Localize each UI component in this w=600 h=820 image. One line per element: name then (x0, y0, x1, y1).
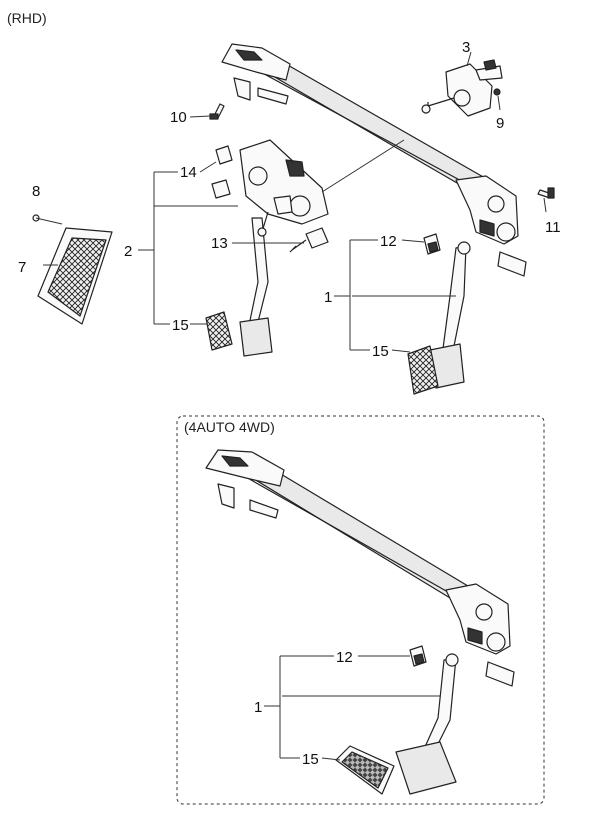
label-2: 2 (124, 243, 132, 260)
label-15-right: 15 (372, 343, 389, 360)
part-12-switch-box (409, 645, 427, 667)
label-10: 10 (170, 109, 187, 126)
label-11: 11 (545, 219, 561, 236)
part-3-bracket (421, 59, 503, 117)
label-3: 3 (462, 39, 470, 56)
shaft-right-bracket (455, 175, 527, 277)
part-12-switch-top (423, 233, 441, 255)
shaft-left-bracket (221, 43, 291, 105)
label-1: 1 (324, 289, 332, 306)
label-12: 12 (380, 233, 397, 250)
label-7: 7 (18, 259, 26, 276)
part-15-pad-box (335, 745, 395, 795)
label-15-box: 15 (302, 751, 319, 768)
brake-pedal-assembly (429, 241, 471, 389)
variant-box (176, 415, 545, 805)
leader-lines-box (264, 655, 440, 761)
label-13: 13 (211, 235, 228, 252)
label-9: 9 (496, 115, 504, 132)
part-15-pad-left (205, 311, 233, 351)
part-11-bolt (537, 187, 555, 199)
label-14: 14 (180, 164, 197, 181)
part-9-nut (493, 88, 501, 96)
part-13-switch (289, 227, 329, 253)
label-12-box: 12 (336, 649, 353, 666)
part-10-bolt (209, 103, 225, 120)
leader-lines-top (43, 51, 547, 353)
label-8: 8 (32, 183, 40, 200)
part-8-screw (32, 214, 63, 225)
caption-rhd: (RHD) (7, 10, 47, 26)
label-1-box: 1 (254, 699, 262, 716)
shaft-left-bracket-box (205, 449, 285, 519)
part-7-accelerator-pedal (37, 227, 113, 325)
caption-4auto-4wd: (4AUTO 4WD) (184, 419, 275, 435)
shaft-right-bracket-box (445, 583, 515, 687)
part-14-clip (211, 145, 233, 199)
label-15-left: 15 (172, 317, 189, 334)
clutch-pedal-assembly (239, 139, 329, 357)
brake-pedal-box (395, 653, 459, 795)
part-15-pad-right (407, 345, 439, 395)
